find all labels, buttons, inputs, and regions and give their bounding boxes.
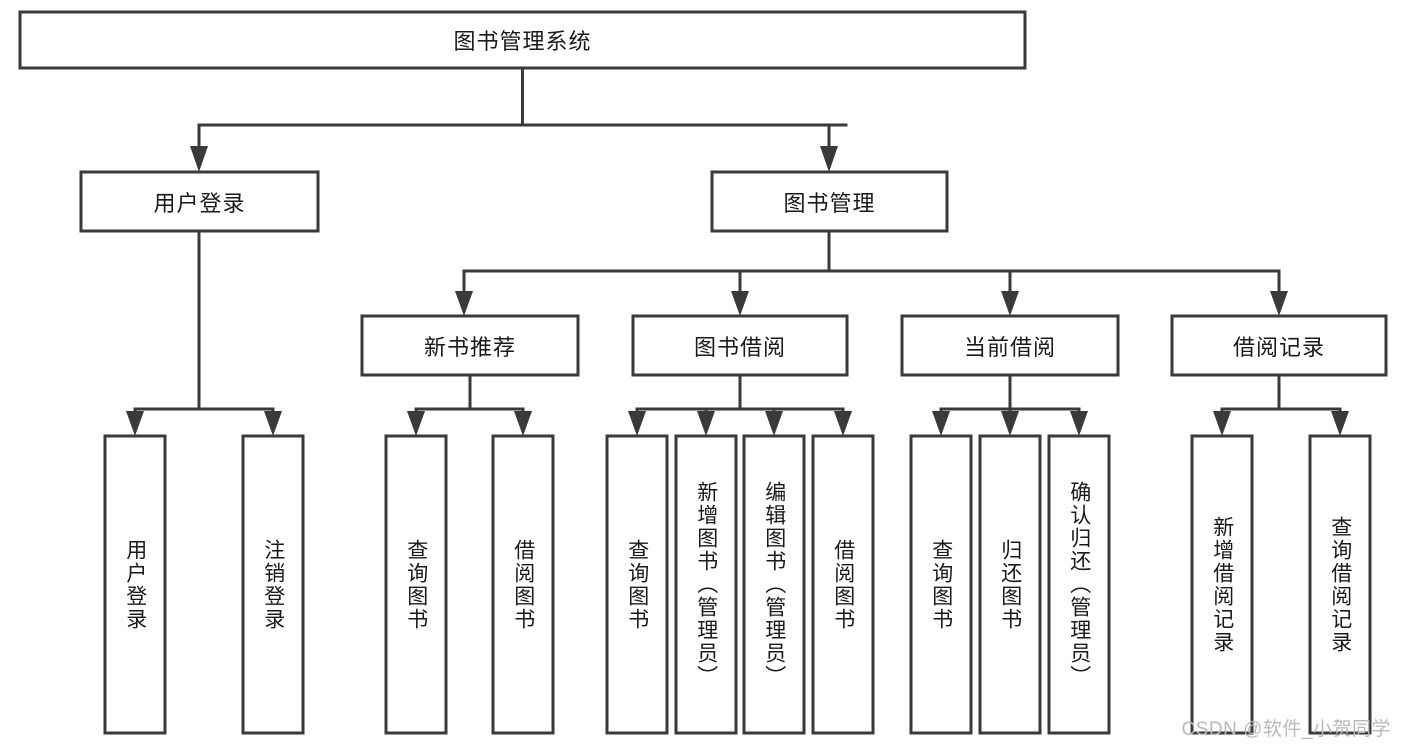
connector-group-records — [1213, 373, 1349, 436]
arrow-head-leaf12 — [1213, 411, 1231, 436]
node-box-leaf13[interactable] — [1308, 434, 1372, 735]
connector-group-login — [126, 229, 282, 436]
node-box-leaf9[interactable] — [909, 434, 973, 735]
arrow-head-records — [1270, 291, 1288, 316]
arrow-head-current — [1001, 291, 1019, 316]
connector-group-root — [190, 66, 848, 172]
arrow-head-leaf11 — [1070, 411, 1088, 436]
node-box-current[interactable] — [900, 314, 1120, 377]
node-box-root[interactable] — [18, 10, 1027, 70]
arrow-head-leaf2 — [264, 411, 282, 436]
node-box-leaf6[interactable] — [674, 434, 738, 735]
node-box-newbook[interactable] — [360, 314, 580, 377]
arrow-head-leaf7 — [765, 411, 783, 436]
node-box-leaf10[interactable] — [978, 434, 1042, 735]
arrow-head-leaf10 — [1001, 411, 1019, 436]
node-box-leaf3[interactable] — [384, 434, 448, 735]
arrow-head-leaf5 — [628, 411, 646, 436]
node-box-leaf4[interactable] — [491, 434, 555, 735]
connector-group-newbook — [407, 373, 532, 436]
arrow-head-bookmgmt — [820, 146, 838, 172]
connector-group-bookmgmt — [455, 229, 1288, 316]
node-box-login[interactable] — [79, 170, 320, 233]
node-box-records[interactable] — [1170, 314, 1388, 377]
node-box-leaf11[interactable] — [1047, 434, 1111, 735]
node-box-leaf1[interactable] — [103, 434, 167, 735]
connector-group-borrow — [628, 373, 852, 436]
node-box-leaf5[interactable] — [605, 434, 669, 735]
node-box-leaf7[interactable] — [742, 434, 806, 735]
arrow-head-leaf8 — [834, 411, 852, 436]
arrow-head-leaf4 — [514, 411, 532, 436]
node-box-leaf12[interactable] — [1190, 434, 1254, 735]
arrow-head-leaf6 — [697, 411, 715, 436]
arrow-head-leaf1 — [126, 411, 144, 436]
connector-group-current — [932, 373, 1088, 436]
node-box-borrow[interactable] — [631, 314, 849, 377]
arrow-head-leaf13 — [1331, 411, 1349, 436]
node-box-leaf8[interactable] — [811, 434, 875, 735]
arrow-head-newbook — [455, 291, 473, 316]
node-box-bookmgmt[interactable] — [710, 170, 949, 233]
node-box-leaf2[interactable] — [241, 434, 305, 735]
arrow-head-leaf9 — [932, 411, 950, 436]
arrow-head-borrow — [731, 291, 749, 316]
arrow-head-leaf3 — [407, 411, 425, 436]
watermark-text: CSDN @软件_小贺同学 — [1181, 719, 1391, 740]
arrow-head-login — [190, 146, 208, 172]
